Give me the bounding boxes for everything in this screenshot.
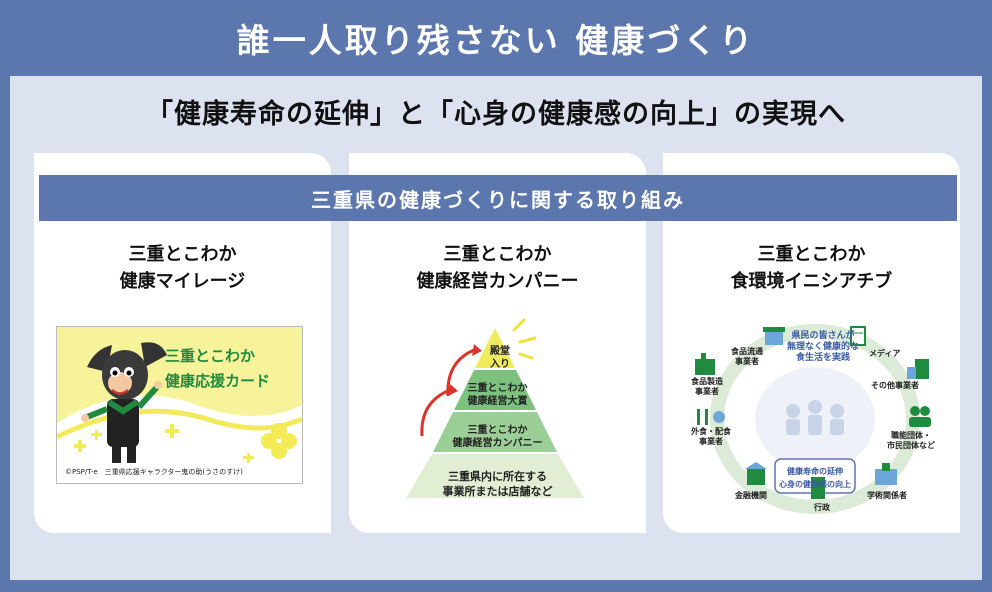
pyramid-tier-3 [433, 412, 557, 452]
page-title: 誰一人取り残さない 健康づくり [236, 21, 756, 60]
health-card-label-line1: 三重とこわか [165, 347, 256, 365]
label-food-business: 食品流通 事業者 [731, 347, 763, 367]
label-line: 食品製造 [691, 377, 723, 386]
pyramid-tier4-line2: 事業所または店舗など [442, 485, 553, 498]
label-professional: 職能団体・ 市民団体など [887, 431, 935, 451]
label-line: 外食・配食 [691, 427, 731, 436]
label-line: 事業者 [735, 357, 759, 366]
people-icon [786, 400, 844, 435]
pyramid-tier4-text: 三重県内に所在する 事業所または店舗など [349, 469, 646, 499]
mascot-icon [81, 342, 167, 463]
label-line: 市民団体など [887, 441, 935, 450]
pyramid-tier4-line1: 三重県内に所在する [448, 470, 547, 483]
pyramid-tier-top [475, 328, 515, 368]
clover-icon [74, 424, 254, 463]
center-line1: 県民の皆さんが [791, 331, 855, 341]
promotion-arrow-icon [420, 348, 475, 437]
card-title-line2: 食環境イニシアチブ [730, 271, 893, 292]
cutlery-icon [697, 409, 725, 425]
government-icon [811, 477, 825, 499]
pyramid-diagram [406, 318, 584, 498]
card-title: 三重とこわか 健康経営カンパニー [349, 241, 646, 295]
label-academic: 学術関係者 [867, 491, 907, 500]
pyramid-tier1-text: 殿堂 入り [463, 345, 537, 371]
health-card-label-line2: 健康応援カード [165, 372, 271, 390]
card-title: 三重とこわか 健康マイレージ [34, 241, 331, 295]
card-title-line1: 三重とこわか [128, 244, 237, 265]
main-subtitle: 「健康寿命の延伸」と「心身の健康感の向上」の実現へ [146, 99, 846, 130]
pyramid-tier-base [406, 454, 584, 498]
goal-text: 健康寿命の延伸 心身の健康感の向上 [775, 465, 855, 491]
card-title-line1: 三重とこわか [757, 244, 866, 265]
card-title-line1: 三重とこわか [443, 244, 552, 265]
health-card-label: 三重とこわか 健康応援カード [165, 345, 295, 403]
school-icon [875, 463, 897, 485]
store-icon [763, 327, 785, 345]
label-government: 行政 [814, 503, 830, 512]
initiatives-band: 三重県の健康づくりに関する取り組み [39, 175, 957, 221]
building-icon [907, 359, 929, 379]
label-line: 職能団体・ [891, 431, 931, 440]
center-message: 県民の皆さんが 無理なく健康的な 食生活を実践 [778, 331, 868, 364]
food-ecosystem-diagram [695, 324, 931, 514]
pyramid-tier2-line1: 三重とこわか [467, 383, 528, 394]
pyramid-tier-2 [454, 370, 536, 410]
card-title-line2: 健康経営カンパニー [416, 271, 579, 292]
label-other-business: その他事業者 [871, 381, 919, 390]
copyright-text: ©PSP/T-e 三重県応援キャラクター鬼の助(うさのすけ) [65, 468, 243, 476]
arrowhead-icon [448, 344, 482, 396]
health-support-card-image: 三重とこわか 健康応援カード ©PSP/T-e 三重県応援キャラクター鬼の助(う… [56, 326, 303, 484]
center-line3: 食生活を実践 [795, 353, 850, 363]
media-icon [850, 326, 866, 346]
label-food-manufacturing: 食品製造 事業者 [691, 377, 723, 397]
pyramid-tier2-text: 三重とこわか 健康経営大賞 [349, 382, 646, 408]
card-title: 三重とこわか 食環境イニシアチブ [663, 241, 960, 295]
label-media: メディア [869, 349, 901, 358]
label-line: 事業者 [699, 437, 723, 446]
health-card-illustration [57, 327, 302, 483]
card-title-line2: 健康マイレージ [119, 271, 246, 292]
center-line2: 無理なく健康的な [786, 342, 859, 352]
bank-icon [745, 462, 767, 485]
label-finance: 金融機関 [735, 491, 767, 500]
content-panel: 「健康寿命の延伸」と「心身の健康感の向上」の実現へ 三重とこわか 健康マイレージ [10, 76, 982, 580]
label-line: 食品流通 [731, 347, 763, 356]
pyramid-tier3-line1: 三重とこわか [467, 425, 528, 436]
label-dining: 外食・配食 事業者 [691, 427, 731, 447]
pyramid-tier1-line1: 殿堂 [490, 346, 510, 357]
sparkle-icon [512, 318, 537, 360]
pyramid-tier3-text: 三重とこわか 健康経営カンパニー [349, 424, 646, 450]
group-icon [909, 406, 931, 427]
pyramid-tier1-line2: 入り [490, 359, 510, 370]
factory-icon [695, 353, 715, 375]
label-line: 事業者 [695, 387, 719, 396]
goal-line1: 健康寿命の延伸 [787, 467, 843, 476]
clover-icon [261, 423, 297, 459]
pyramid-tier3-line2: 健康経営カンパニー [452, 438, 543, 449]
pyramid-tier2-line2: 健康経営大賞 [467, 396, 528, 407]
goal-line2: 心身の健康感の向上 [779, 480, 851, 489]
